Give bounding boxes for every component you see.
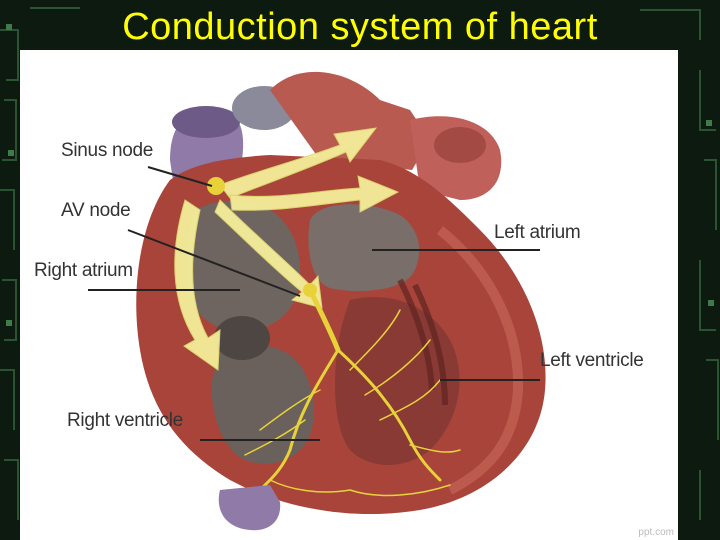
ventricle-trabeculae (397, 278, 448, 406)
label-av-node: AV node (61, 200, 131, 221)
left-bundle-branch (336, 348, 442, 482)
watermark: ppt.com (638, 527, 674, 538)
heart-diagram-panel: Sinus node AV node Right atrium Right ve… (20, 50, 678, 540)
heart-illustration (88, 71, 546, 531)
vena-cava-opening (172, 106, 240, 138)
left-atrium-chamber (308, 204, 420, 292)
impulse-arrow-av (214, 199, 323, 309)
right-bundle-branch (258, 348, 340, 492)
left-ventricle-chamber (335, 296, 460, 465)
impulse-arrow-up (219, 127, 378, 199)
sinus-node (207, 177, 225, 195)
impulse-arrow-down (174, 199, 221, 371)
label-right-atrium: Right atrium (34, 260, 133, 281)
slide-title: Conduction system of heart (122, 6, 598, 48)
sinus-node-leader (147, 166, 213, 187)
label-left-atrium: Left atrium (494, 222, 581, 243)
av-node (303, 283, 317, 297)
pulmonary-opening (434, 127, 486, 163)
label-right-ventricle: Right ventricle (67, 410, 183, 431)
impulse-arrow-right (229, 175, 400, 213)
label-sinus-node: Sinus node (61, 140, 154, 161)
impulse-arrows (174, 127, 400, 371)
label-left-ventricle: Left ventricle (540, 350, 644, 371)
label-leader-lines (88, 166, 540, 441)
right-atrium-chamber (185, 201, 301, 332)
inferior-vena-cava (218, 485, 281, 531)
aortic-arch (270, 71, 430, 170)
heart-highlight (436, 226, 524, 495)
av-node-leader (127, 229, 301, 297)
tricuspid-valve (214, 316, 270, 360)
right-ventricle-chamber (211, 343, 314, 464)
